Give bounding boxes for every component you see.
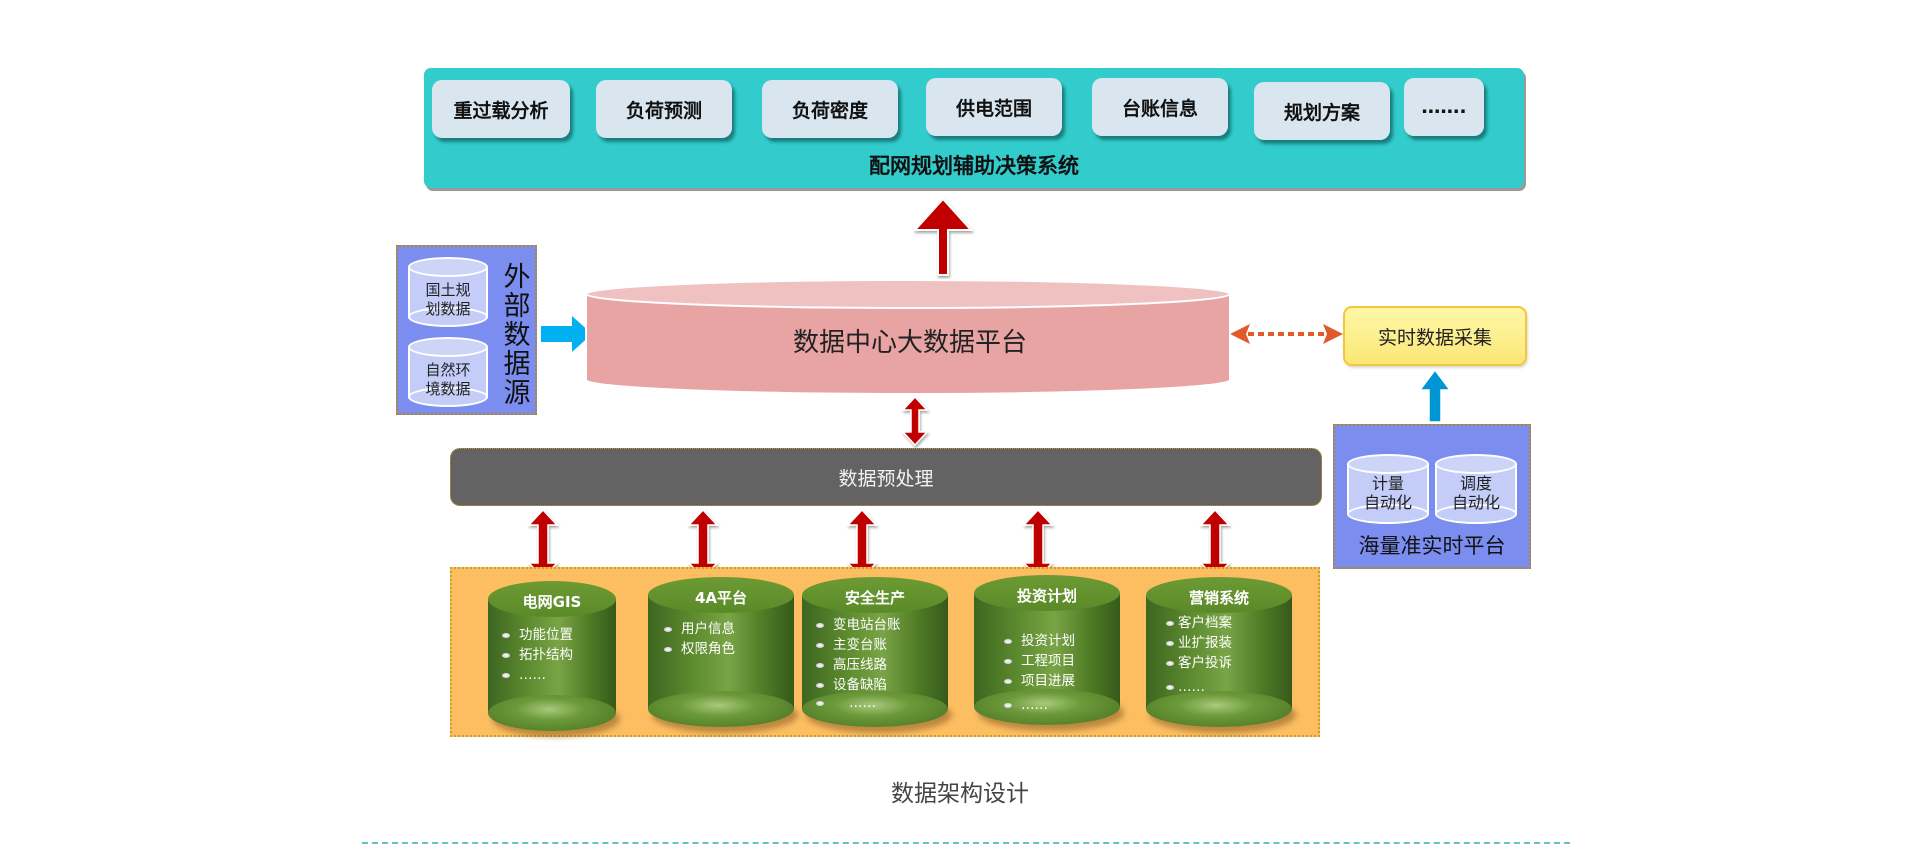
list-item: 功能位置	[502, 625, 616, 645]
dashed-divider	[362, 842, 1570, 844]
list-item: 客户档案	[1166, 613, 1292, 633]
db-metering-automation: 计量 自动化	[1347, 454, 1429, 524]
decision-system-title: 配网规划辅助决策系统	[869, 154, 1079, 178]
function-overload-analysis[interactable]: 重过载分析	[432, 80, 570, 138]
business-systems-area: 电网GIS 功能位置 拓扑结构 …… 4A平台 用户信息 权限角色 安全生产 变…	[450, 567, 1320, 737]
data-preprocessing-bar: 数据预处理	[450, 448, 1322, 506]
list-item: 投资计划	[1004, 631, 1120, 651]
title-char: 部	[503, 291, 531, 322]
system-title: 安全生产	[844, 589, 905, 607]
db-natural-environment-line1: 自然环	[425, 361, 471, 379]
list-item: 业扩报装	[1166, 633, 1292, 653]
db-dispatch-line2: 自动化	[1451, 493, 1500, 512]
bullet-icon	[502, 632, 510, 638]
business-double-arrows	[527, 508, 1231, 580]
up-arrow-to-decision-system	[912, 197, 974, 276]
bullet-icon	[1166, 660, 1174, 666]
system-safety-production: 安全生产 变电站台账 主变台账 高压线路 设备缺陷 ……	[802, 577, 948, 727]
list-item: 设备缺陷	[816, 675, 948, 695]
bullet-icon	[1166, 684, 1174, 690]
double-arrow-platform-preprocess	[901, 395, 929, 447]
db-dispatch-line1: 调度	[1459, 474, 1492, 493]
arrow-mass-to-realtime	[1418, 368, 1452, 423]
bullet-icon	[816, 700, 824, 706]
db-metering-line1: 计量	[1371, 474, 1404, 493]
bullet-icon	[1166, 640, 1174, 646]
list-item: 工程项目	[1004, 651, 1120, 671]
bullet-icon	[1166, 620, 1174, 626]
function-planning-scheme[interactable]: 规划方案	[1254, 82, 1390, 140]
db-natural-environment: 自然环 境数据	[408, 337, 488, 407]
external-data-sources-panel: 国土规 划数据 自然环 境数据 外 部 数 据 源	[396, 245, 537, 415]
bullet-icon	[664, 646, 672, 652]
bullet-icon	[816, 642, 824, 648]
system-item-list: 投资计划 工程项目 项目进展 ……	[1004, 631, 1120, 715]
list-item: 客户投诉	[1166, 653, 1292, 673]
db-land-planning-line2: 划数据	[425, 300, 471, 318]
function-supply-range[interactable]: 供电范围	[926, 78, 1062, 136]
list-item: 变电站台账	[816, 615, 948, 635]
system-title: 4A平台	[694, 589, 748, 607]
list-item: ……	[1004, 695, 1120, 715]
system-marketing: 营销系统 客户档案 业扩报装 客户投诉 ……	[1146, 577, 1292, 727]
bullet-icon	[1004, 658, 1012, 664]
list-item: 主变台账	[816, 635, 948, 655]
bullet-icon	[502, 672, 510, 678]
realtime-collection-box: 实时数据采集	[1343, 306, 1527, 366]
list-item: ……	[816, 695, 948, 711]
function-load-density[interactable]: 负荷密度	[762, 80, 898, 138]
list-item: ……	[502, 665, 616, 685]
bullet-icon	[816, 622, 824, 628]
bullet-icon	[816, 682, 824, 688]
system-item-list: 用户信息 权限角色	[664, 619, 794, 659]
title-char: 外	[503, 262, 531, 293]
list-item: 高压线路	[816, 655, 948, 675]
system-investment-plan: 投资计划 投资计划 工程项目 项目进展 ……	[974, 575, 1120, 725]
title-char: 数	[503, 320, 531, 351]
list-item: 拓扑结构	[502, 645, 616, 665]
system-item-list: 客户档案 业扩报装 客户投诉 ……	[1166, 613, 1292, 697]
list-item: 用户信息	[664, 619, 794, 639]
arrowhead-right	[1323, 324, 1343, 344]
db-dispatch-automation: 调度 自动化	[1435, 454, 1517, 524]
bullet-icon	[664, 626, 672, 632]
data-platform-label: 数据中心大数据平台	[792, 328, 1027, 358]
system-title: 投资计划	[1016, 587, 1077, 605]
title-char: 据	[503, 349, 531, 380]
function-load-forecast[interactable]: 负荷预测	[596, 80, 732, 138]
list-item: 权限角色	[664, 639, 794, 659]
external-sources-title: 外 部 数 据 源	[500, 263, 534, 408]
list-item: 项目进展	[1004, 671, 1120, 691]
arrowhead-left	[1230, 324, 1250, 344]
system-item-list: 功能位置 拓扑结构 ……	[502, 625, 616, 685]
decision-system-panel: 重过载分析 负荷预测 负荷密度 供电范围 台账信息 规划方案 ……. 配网规划辅…	[424, 68, 1524, 188]
bullet-icon	[816, 662, 824, 668]
list-item: ……	[1166, 677, 1292, 697]
bullet-icon	[1004, 678, 1012, 684]
arrow-external-to-platform	[541, 316, 592, 352]
function-ledger-info[interactable]: 台账信息	[1092, 78, 1228, 136]
db-land-planning: 国土规 划数据	[408, 257, 488, 327]
bullet-icon	[502, 652, 510, 658]
function-more[interactable]: …….	[1404, 78, 1484, 136]
title-char: 源	[503, 378, 531, 409]
mass-platform-title: 海量准实时平台	[1358, 534, 1506, 558]
db-metering-line2: 自动化	[1363, 493, 1412, 512]
db-land-planning-line1: 国土规	[425, 281, 471, 299]
db-natural-environment-line2: 境数据	[425, 380, 471, 398]
bullet-icon	[1004, 702, 1012, 708]
figure-caption: 数据架构设计	[891, 781, 1029, 807]
system-item-list: 变电站台账 主变台账 高压线路 设备缺陷 ……	[816, 615, 948, 711]
system-grid-gis: 电网GIS 功能位置 拓扑结构 ……	[488, 581, 616, 731]
mass-realtime-platform-panel: 计量 自动化 调度 自动化 海量准实时平台	[1333, 424, 1531, 569]
system-4a-platform: 4A平台 用户信息 权限角色	[648, 577, 794, 727]
bullet-icon	[1004, 638, 1012, 644]
system-title: 营销系统	[1188, 589, 1249, 607]
system-title: 电网GIS	[522, 593, 582, 611]
